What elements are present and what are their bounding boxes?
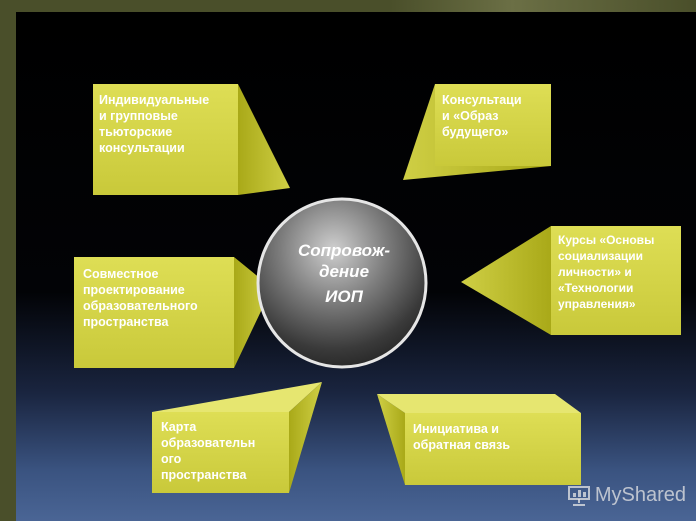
box-line: будущего» (442, 125, 509, 139)
box-line: и «Образ (442, 109, 499, 123)
box-line: Индивидуальные (99, 93, 210, 107)
box-consult-shape (403, 84, 551, 180)
box-line: «Технологии (558, 281, 634, 295)
box-individual-shape (93, 84, 290, 195)
box-line: пространства (83, 315, 169, 329)
box-initiative-shape (377, 394, 581, 485)
box-line: управления» (558, 297, 636, 311)
box-line: образовательн (161, 436, 256, 450)
box-line: ого (161, 452, 182, 466)
center-circle (256, 197, 428, 369)
center-label: Сопровож- дение ИОП (292, 240, 396, 307)
box-design-text: Совместное проектирование образовательно… (83, 266, 198, 330)
center-line-1: Сопровож- (298, 241, 390, 260)
center-line-2: дение (318, 262, 370, 281)
box-map-text: Карта образовательн ого пространства (161, 419, 255, 483)
box-line: Консультаци (442, 93, 522, 107)
box-line: Карта (161, 420, 197, 434)
box-line: Совместное (83, 267, 159, 281)
presentation-icon (567, 485, 590, 506)
box-line: Инициатива и (413, 422, 499, 436)
box-line: личности» и (558, 265, 632, 279)
box-line: проектирование (83, 283, 185, 297)
top-bar-highlight (390, 0, 696, 12)
box-consult-text: Консультаци и «Образ будущего» (442, 92, 522, 140)
box-line: пространства (161, 468, 247, 482)
box-courses-shape (461, 226, 681, 335)
box-individual-text: Индивидуальные и групповые тьюторские ко… (99, 92, 209, 156)
box-map-shape (152, 382, 322, 493)
center-line-3: ИОП (325, 287, 363, 306)
box-line: Курсы «Основы (558, 233, 655, 247)
box-line: социализации (558, 249, 644, 263)
box-courses-text: Курсы «Основы социализации личности» и «… (558, 232, 654, 312)
box-line: консультации (99, 141, 185, 155)
box-initiative-text: Инициатива и обратная связь (413, 421, 510, 453)
box-line: обратная связь (413, 438, 510, 452)
box-line: тьюторские (99, 125, 173, 139)
box-line: образовательного (83, 299, 198, 313)
watermark-text: MyShared (594, 484, 686, 506)
box-line: и групповые (99, 109, 178, 123)
myshared-watermark: MyShared (567, 484, 686, 507)
